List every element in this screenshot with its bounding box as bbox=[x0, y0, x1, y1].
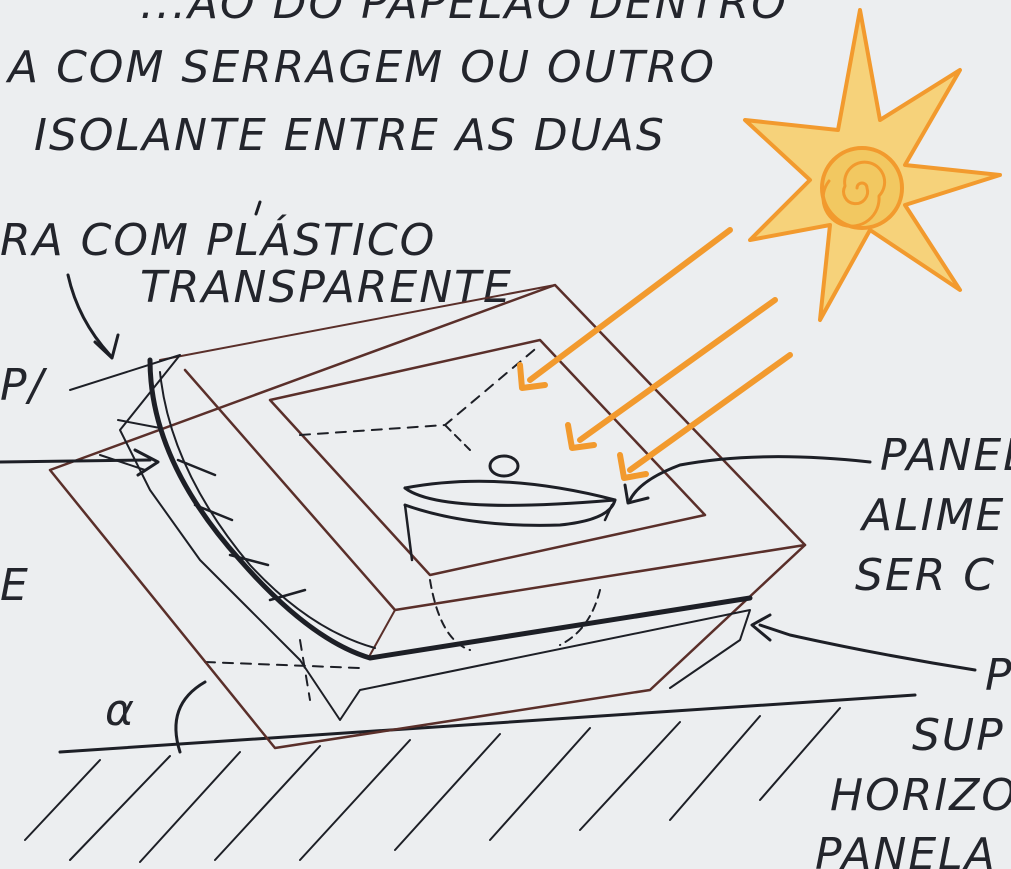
text-right-4: P bbox=[985, 650, 1011, 701]
text-right-7: PANELA bbox=[815, 829, 997, 869]
dashed-support bbox=[204, 661, 361, 669]
text-right-1: PANEL bbox=[880, 430, 1011, 481]
plastic-flap bbox=[69, 354, 753, 721]
sun-icon bbox=[743, 8, 1002, 322]
annotation-arrows bbox=[0, 273, 977, 672]
sun-ray-arrows bbox=[517, 227, 793, 481]
text-line-4: RA COM PLÁSTICO bbox=[0, 213, 436, 266]
outer-box bbox=[48, 283, 807, 750]
text-right-5: SUP bbox=[912, 710, 1005, 761]
glass-window bbox=[268, 338, 707, 577]
text-line-3: ISOLANTE ENTRE AS DUAS bbox=[34, 110, 666, 161]
ground-hatching bbox=[24, 693, 917, 863]
text-line-1: ...ÃO DO PAPELÃO DENTRO bbox=[140, 0, 788, 29]
text-right-6: HORIZON bbox=[830, 770, 1011, 821]
pot bbox=[403, 454, 617, 651]
angle-label: α bbox=[105, 685, 136, 736]
text-left-2: E bbox=[0, 560, 30, 611]
text-line-5: TRANSPARENTE bbox=[140, 262, 513, 313]
text-right-2: ALIME bbox=[859, 490, 1005, 541]
text-line-2: A COM SERRAGEM OU OUTRO bbox=[5, 42, 716, 93]
angle-arc bbox=[174, 680, 207, 754]
text-right-3: SER C bbox=[855, 550, 996, 601]
text-left-1: P/ bbox=[0, 360, 48, 411]
